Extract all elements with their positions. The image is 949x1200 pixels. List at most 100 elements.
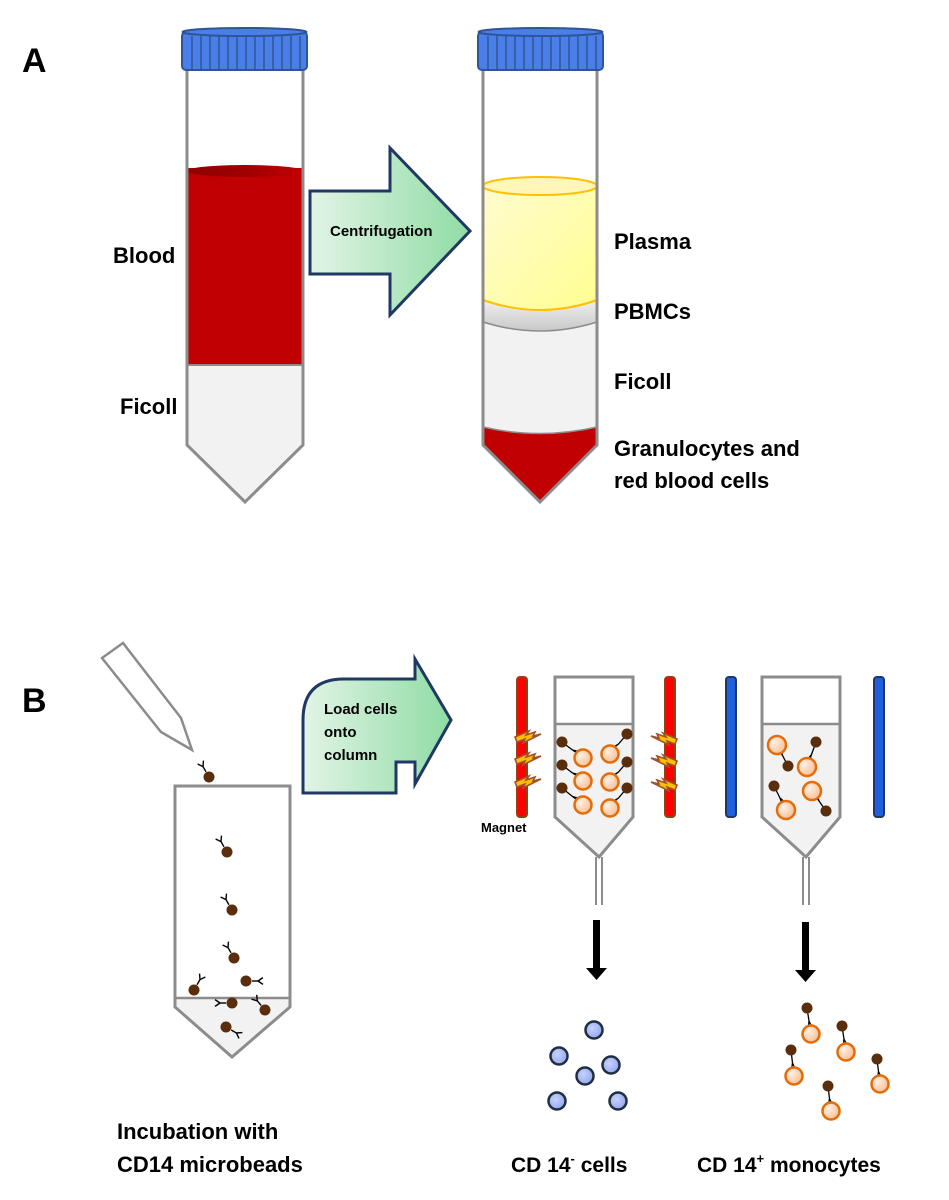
cd14-negative-cell-icon xyxy=(608,1091,628,1111)
ficoll-layer-after xyxy=(483,300,597,435)
tube-before-centrifugation xyxy=(181,27,308,505)
monocyte-cell-icon xyxy=(821,1101,841,1121)
microbead-icon xyxy=(785,1044,797,1056)
pipette-icon xyxy=(100,641,195,753)
cd14-negative-label: CD 14- cells xyxy=(511,1151,627,1177)
microbead-icon xyxy=(768,780,780,792)
microbead-icon xyxy=(782,760,794,772)
microbead-antibody-icon xyxy=(240,975,264,987)
monocyte-cell-icon xyxy=(784,1066,804,1086)
cd14-negative-cell-icon xyxy=(584,1020,604,1040)
microbead-antibody-icon xyxy=(215,835,233,858)
monocyte-cell-icon xyxy=(801,780,823,802)
monocyte-cell-icon xyxy=(600,798,620,818)
lightning-icon xyxy=(513,729,542,745)
cd14-positive-label: CD 14+ monocytes xyxy=(697,1151,881,1177)
microbead-icon xyxy=(556,782,568,794)
monocyte-cell-icon xyxy=(573,748,593,768)
microbead-icon xyxy=(621,756,633,768)
tube-glass-after xyxy=(481,68,599,505)
incubation-label-line2: CD14 microbeads xyxy=(117,1152,303,1177)
microbead-icon xyxy=(556,759,568,771)
incubation-tube xyxy=(173,784,292,1059)
blood-layer xyxy=(187,168,303,365)
blood-surface xyxy=(187,165,303,177)
microbead-icon xyxy=(556,736,568,748)
microbead-antibody-icon xyxy=(251,994,271,1016)
magnet-bar-left-off xyxy=(725,676,737,818)
panel-a-label: A xyxy=(22,42,47,80)
cd14-negative-cell-icon xyxy=(547,1091,567,1111)
monocyte-cell-icon xyxy=(766,734,788,756)
cd14-negative-cells-group xyxy=(547,1020,628,1111)
cd14-negative-cell-icon xyxy=(575,1066,595,1086)
microbead-antibody-icon xyxy=(214,997,238,1009)
released-monocytes-group xyxy=(766,734,832,821)
panel-b-label: B xyxy=(22,682,47,720)
ficoll-layer xyxy=(187,365,303,502)
monocyte-cell-icon xyxy=(775,799,797,821)
incubation-label-line1: Incubation with xyxy=(117,1119,278,1144)
microbead-icon xyxy=(822,1080,834,1092)
label-ficoll-after: Ficoll xyxy=(614,369,671,394)
microbead-icon xyxy=(820,805,832,817)
tube-after-centrifugation xyxy=(477,27,604,505)
arrow-label-line1: Load cells xyxy=(324,701,397,718)
lightning-icon xyxy=(650,753,679,769)
microbeads-group xyxy=(188,760,271,1039)
microbead-antibody-icon xyxy=(220,1021,243,1039)
microbead-icon xyxy=(801,1002,813,1014)
monocyte-cell-icon xyxy=(573,795,593,815)
plasma-layer xyxy=(482,185,598,311)
lightning-icon xyxy=(650,777,679,793)
label-granulocytes-line2: red blood cells xyxy=(614,468,769,493)
microbead-antibody-icon xyxy=(188,973,206,996)
monocyte-cell-icon xyxy=(870,1074,890,1094)
microbead-icon xyxy=(621,728,633,740)
monocyte-cell-icon xyxy=(801,1024,821,1044)
magnet-bar-left xyxy=(516,676,528,818)
lightning-icon xyxy=(513,751,542,767)
magnetic-field-icons-right xyxy=(650,731,679,793)
cap-icon xyxy=(181,27,308,71)
tube-glass xyxy=(185,68,305,505)
down-arrow-negative xyxy=(586,920,607,980)
load-cells-arrow: Load cells onto column xyxy=(301,653,453,795)
monocyte-cell-icon xyxy=(796,756,818,778)
label-pbmcs: PBMCs xyxy=(614,299,691,324)
microbead-icon xyxy=(871,1053,883,1065)
arrow-label-centrifugation: Centrifugation xyxy=(330,223,433,240)
microbead-antibody-icon xyxy=(220,893,238,916)
magnetic-field-icons-left xyxy=(513,729,542,790)
rbc-layer xyxy=(483,427,597,502)
label-ficoll-before: Ficoll xyxy=(120,394,177,419)
label-granulocytes-line1: Granulocytes and xyxy=(614,436,800,461)
microbead-icon xyxy=(810,736,822,748)
cd14-positive-monocytes-group xyxy=(784,1002,890,1121)
magnet-label: Magnet xyxy=(481,820,527,835)
monocyte-cell-icon xyxy=(573,771,593,791)
cd14-negative-cell-icon xyxy=(601,1055,621,1075)
microbead-antibody-icon xyxy=(197,760,215,783)
microbead-icon xyxy=(836,1020,848,1032)
column-magnet-off xyxy=(725,675,885,905)
microbead-icon xyxy=(621,782,633,794)
down-arrow-positive xyxy=(795,922,816,982)
lightning-icon xyxy=(513,774,542,790)
microbead-antibody-icon xyxy=(222,941,240,964)
label-blood: Blood xyxy=(113,243,175,268)
bound-monocytes-group xyxy=(556,728,633,818)
monocyte-cell-icon xyxy=(836,1042,856,1062)
lightning-icon xyxy=(650,731,679,747)
magnet-bar-right xyxy=(664,676,676,818)
monocyte-cell-icon xyxy=(600,744,620,764)
label-plasma: Plasma xyxy=(614,229,692,254)
magnet-bar-right-off xyxy=(873,676,885,818)
cap-icon xyxy=(477,27,604,71)
arrow-label-line2: onto xyxy=(324,724,356,741)
centrifugation-arrow: Centrifugation xyxy=(308,144,473,319)
monocyte-cell-icon xyxy=(600,772,620,792)
column-magnet-on xyxy=(513,675,679,905)
cd14-negative-cell-icon xyxy=(549,1046,569,1066)
